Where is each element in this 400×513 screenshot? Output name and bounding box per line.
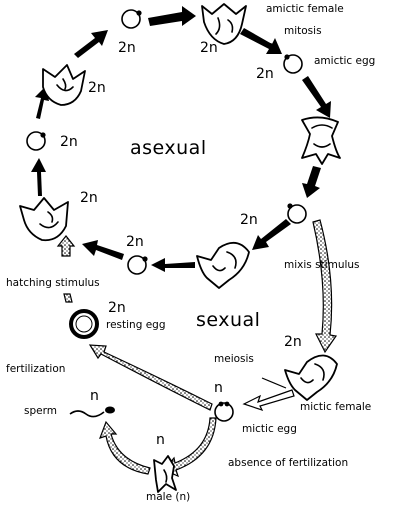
label-absence-of-fertilization: absence of fertilization	[228, 457, 348, 469]
amictic-egg-shape	[283, 54, 303, 74]
ploidy-female-bottom: 2n	[240, 212, 258, 228]
ploidy-egg-top: 2n	[118, 40, 136, 56]
egg-left	[26, 131, 46, 151]
arrow-egg-to-female-left	[82, 240, 124, 260]
sperm-shape	[69, 406, 115, 418]
label-amictic-egg: amictic egg	[314, 55, 375, 67]
ploidy-resting-egg: 2n	[108, 300, 126, 316]
egg-top	[121, 9, 142, 29]
label-amictic-female: amictic female	[266, 3, 344, 15]
ploidy-egg-bottom: 2n	[126, 234, 144, 250]
meiosis-pointer-line	[261, 377, 287, 389]
label-mixis-stimulus: mixis stimulus	[284, 259, 360, 271]
ploidy-female-left: 2n	[80, 190, 98, 206]
egg-right	[287, 203, 307, 224]
arrow-hatching-stimulus	[56, 235, 76, 257]
arrow-female-bottom-to-egg	[151, 258, 195, 272]
mitosis-pointer-line	[257, 39, 279, 47]
resting-egg-shape	[69, 309, 99, 339]
ploidy-sperm: n	[90, 388, 99, 404]
eggs	[26, 9, 307, 422]
label-resting-egg: resting egg	[106, 319, 166, 331]
arrow-female-right-down	[302, 166, 321, 198]
label-asexual: asexual	[130, 137, 207, 159]
ploidy-egg-left: 2n	[60, 134, 78, 150]
label-mictic-egg: mictic egg	[242, 423, 297, 435]
arrow-male-to-sperm	[98, 420, 151, 475]
female-topleft	[42, 64, 86, 106]
ploidy-mictic-egg: n	[214, 380, 223, 396]
text-labels: amictic female mitosis amictic egg mixis…	[6, 3, 375, 503]
arrow-to-female-bottom	[252, 219, 291, 250]
ploidy-mictic-female: 2n	[284, 334, 302, 350]
egg-bottom	[127, 255, 148, 275]
label-male: male (n)	[146, 491, 190, 503]
label-meiosis: meiosis	[214, 353, 254, 365]
label-hatching-stimulus: hatching stimulus	[6, 277, 100, 289]
asexual-cycle-arrows	[31, 6, 331, 272]
arrow-hatching-lower	[63, 293, 73, 303]
arrow-mictic-female-to-egg	[242, 389, 295, 412]
ploidy-female-topleft: 2n	[88, 80, 106, 96]
arrow-female-topleft-up	[74, 30, 108, 58]
arrow-female-left-up	[31, 158, 46, 196]
ploidy-amictic-egg: 2n	[256, 66, 274, 82]
label-sexual: sexual	[196, 309, 260, 331]
arrow-egg-to-female-top	[148, 6, 196, 26]
female-right	[301, 116, 341, 165]
arrow-fertilization	[88, 344, 213, 411]
arrow-egg-to-female-right	[302, 76, 331, 118]
female-top	[201, 3, 247, 45]
ploidy-female-top: 2n	[200, 40, 218, 56]
mictic-female-shape	[284, 354, 338, 401]
male-shape	[153, 455, 177, 493]
female-bottom	[196, 242, 250, 289]
label-fertilization: fertilization	[6, 363, 65, 375]
ploidy-male: n	[156, 432, 165, 448]
label-sperm: sperm	[24, 405, 57, 417]
mictic-egg-shape	[214, 401, 234, 422]
female-left	[19, 197, 69, 242]
label-mitosis: mitosis	[284, 25, 322, 37]
arrow-mixis-stimulus	[312, 219, 338, 354]
label-mictic-female: mictic female	[300, 401, 371, 413]
